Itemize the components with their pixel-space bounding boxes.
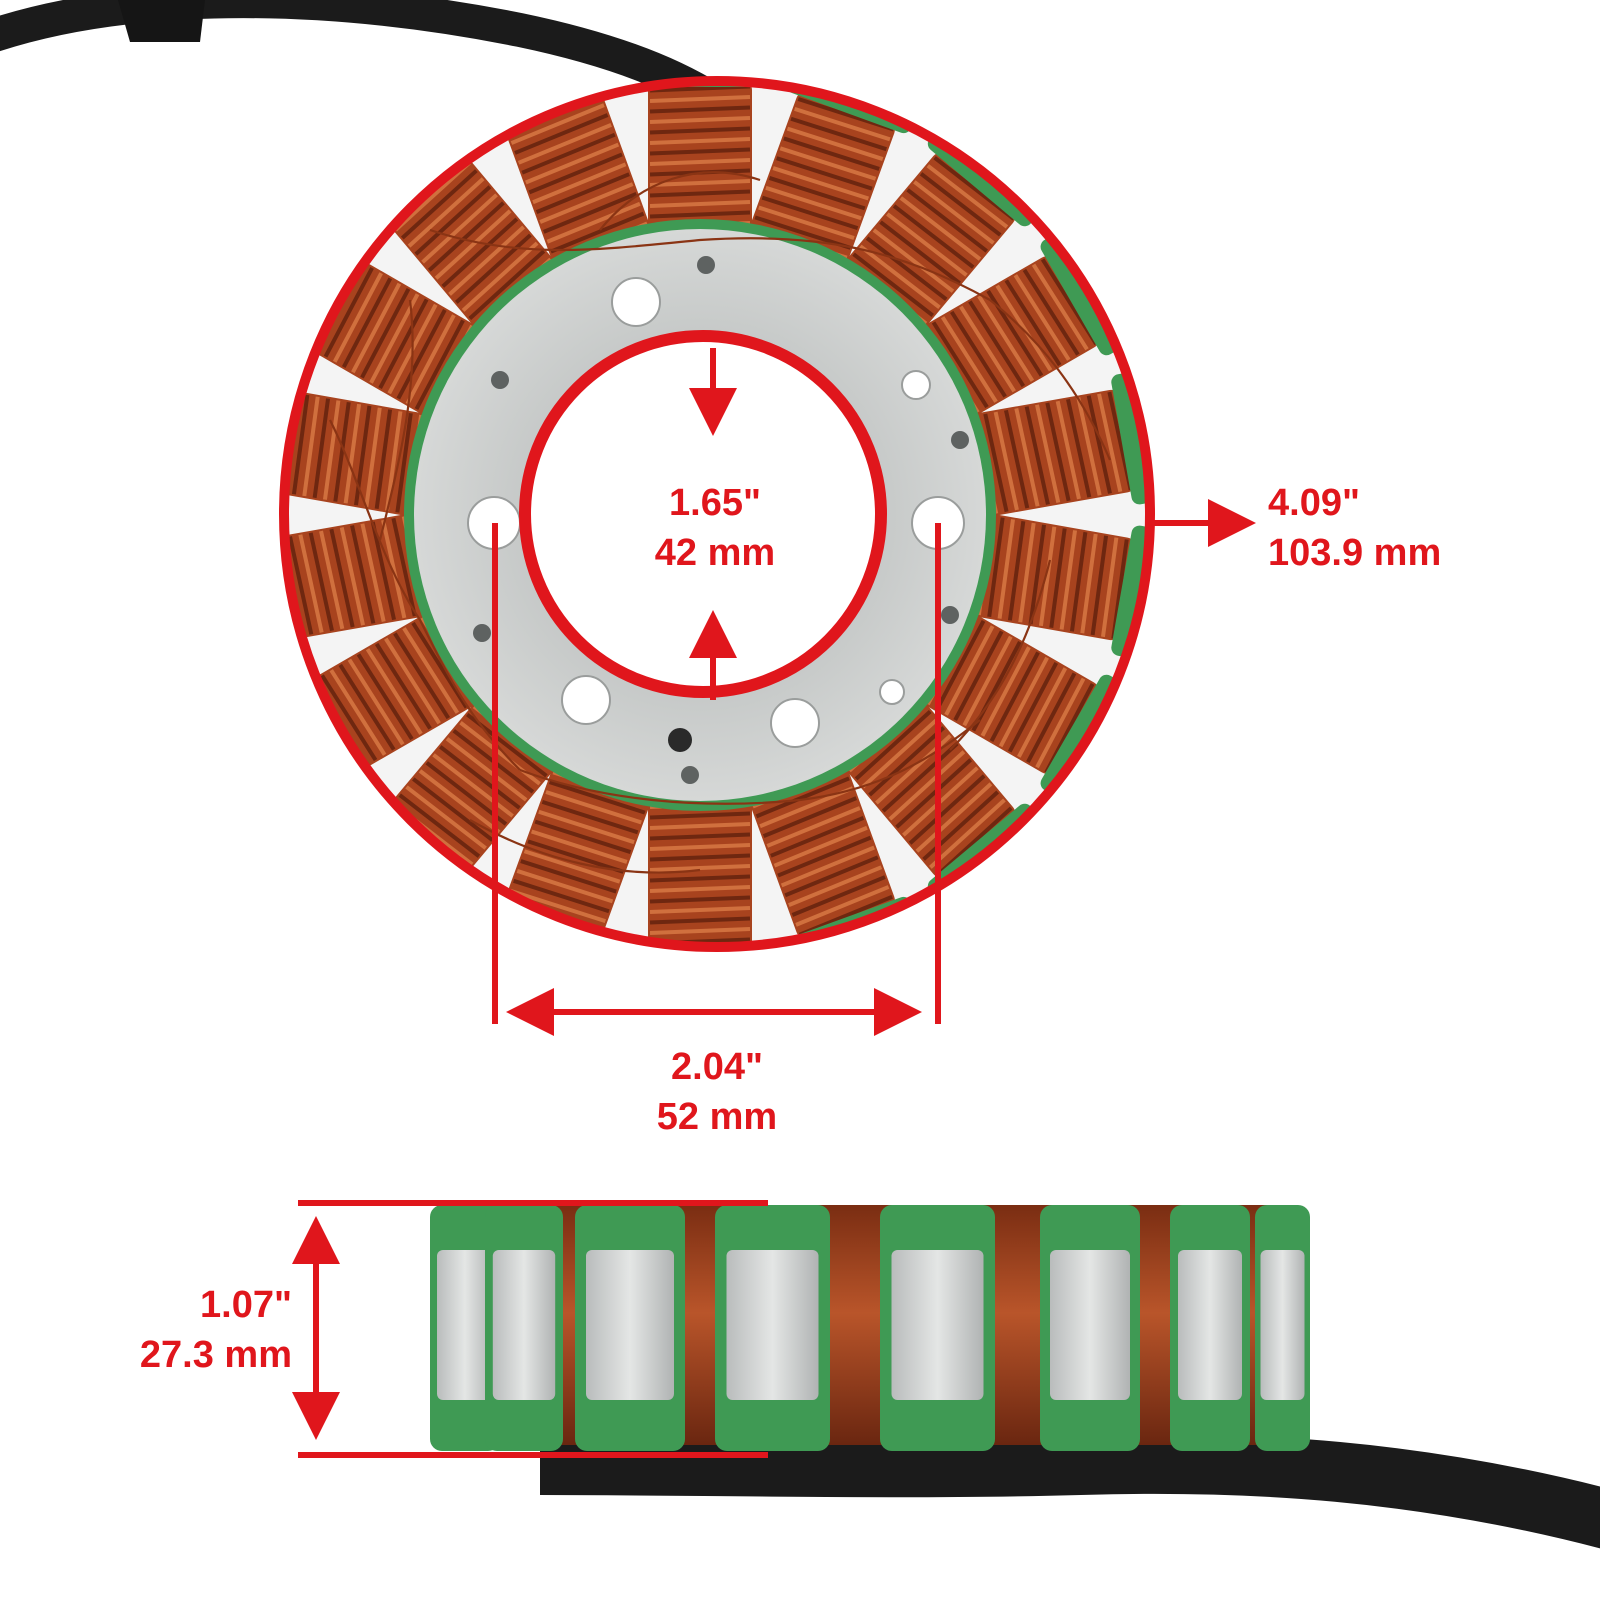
- rivet: [681, 766, 699, 784]
- dimension-lines: [292, 348, 1256, 1458]
- inner-diameter-mm: 42 mm: [654, 532, 776, 574]
- tooth-steel-pad: [492, 1250, 556, 1400]
- tooth-steel-pad: [891, 1250, 984, 1400]
- mounting-hole: [770, 698, 820, 748]
- center-bore: [519, 330, 887, 698]
- mounting-hole: [879, 679, 905, 705]
- coil-wire: [989, 299, 1112, 461]
- thickness-inch: 1.07": [200, 1284, 292, 1326]
- wire-harness-bottom: [539, 1433, 1600, 1549]
- stator-coil: [634, 81, 766, 235]
- inner-diameter-inch: 1.65": [669, 482, 761, 524]
- stator-coil: [284, 513, 432, 658]
- tooth-steel-pad: [586, 1250, 674, 1400]
- rivet: [668, 728, 692, 752]
- stator-side-view: [430, 1205, 1600, 1549]
- rivet: [473, 624, 491, 642]
- inner-diameter-label: 1.65" 42 mm: [615, 478, 815, 578]
- coil-wire: [329, 419, 521, 771]
- rivet: [951, 431, 969, 449]
- tooth-steel-pad: [1050, 1250, 1130, 1400]
- rivet: [941, 606, 959, 624]
- tooth-steel-pad: [726, 1250, 819, 1400]
- bolt-spacing-mm: 52 mm: [656, 1096, 778, 1138]
- coil-wire: [949, 559, 1052, 751]
- outer-diameter-mm: 103.9 mm: [1268, 532, 1442, 574]
- bolt-spacing-inch: 2.04": [671, 1046, 763, 1088]
- bolt-spacing-label: 2.04" 52 mm: [617, 1042, 817, 1142]
- coil-wire: [378, 299, 414, 541]
- outer-diameter-inch: 4.09": [1268, 482, 1360, 524]
- magnifier-ring: [279, 76, 1155, 952]
- thickness-mm: 27.3 mm: [139, 1334, 292, 1376]
- tooth-steel-pad: [1178, 1250, 1242, 1400]
- rivet: [491, 371, 509, 389]
- thickness-label: 1.07" 27.3 mm: [60, 1280, 292, 1380]
- tooth-steel-pad: [1260, 1250, 1305, 1400]
- coil-wire: [599, 171, 761, 231]
- mounting-hole: [901, 370, 931, 400]
- tooth-steel-pad: [437, 1250, 493, 1400]
- connector-block: [118, 0, 205, 42]
- mounting-hole: [561, 675, 611, 725]
- coil-wire: [519, 719, 981, 805]
- outer-diameter-label: 4.09" 103.9 mm: [1268, 478, 1441, 578]
- mounting-hole: [611, 277, 661, 327]
- rivet: [697, 256, 715, 274]
- coil-wire: [429, 228, 991, 301]
